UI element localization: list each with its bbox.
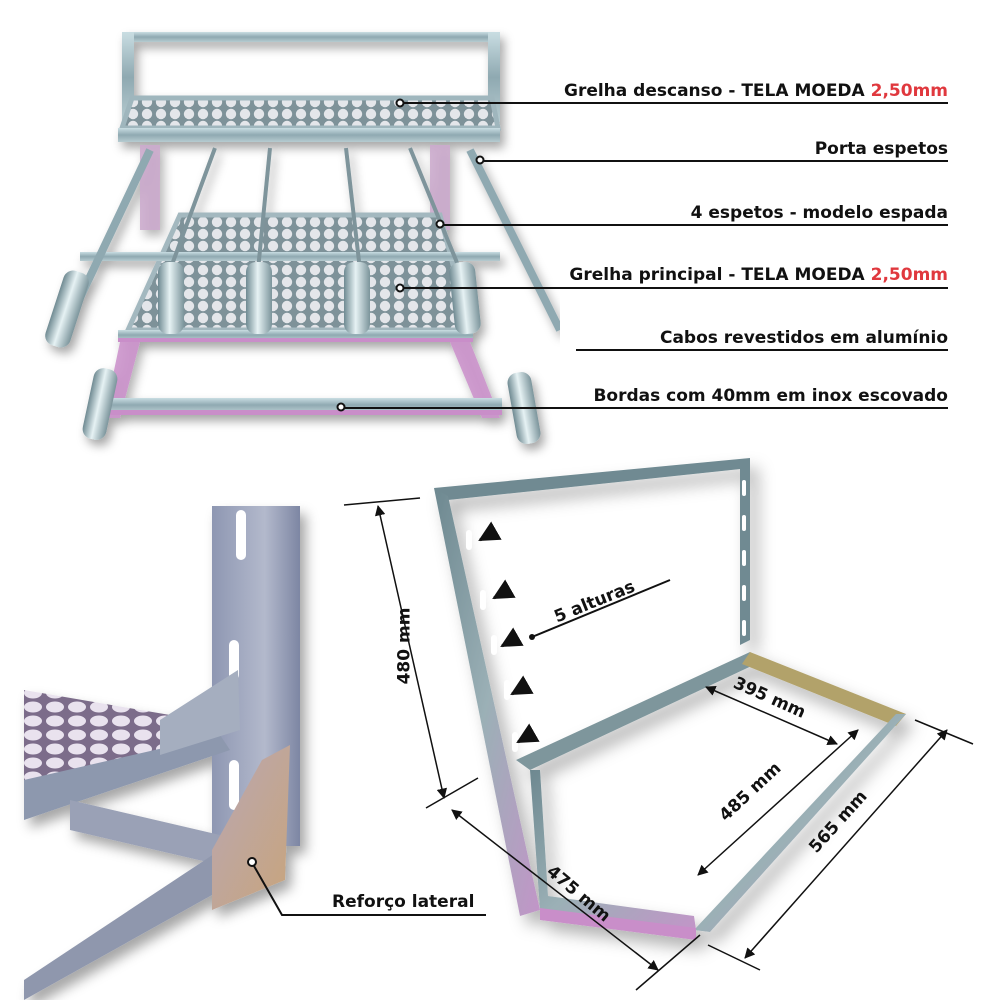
leader-line-cabos xyxy=(576,349,948,351)
callout-bordas: Bordas com 40mm em inox escovado xyxy=(593,386,948,406)
thickness-highlight: 2,50mm xyxy=(870,265,948,285)
leader-line-grelha-descanso xyxy=(404,102,948,104)
dimension-height-480: 480 mm xyxy=(394,607,415,685)
leader-line-espetos xyxy=(444,224,948,226)
side-reinforcement-detail xyxy=(0,490,500,1000)
reinforcement-drawing xyxy=(24,506,486,1000)
callout-reforco-lateral: Reforço lateral xyxy=(332,892,475,912)
callout-porta-espetos: Porta espetos xyxy=(814,139,948,159)
callout-grelha-principal: Grelha principal - TELA MOEDA 2,50mm xyxy=(569,265,948,285)
leader-line-grelha-principal xyxy=(404,287,948,289)
callout-espetos: 4 espetos - modelo espada xyxy=(690,203,948,223)
thickness-highlight: 2,50mm xyxy=(870,81,948,101)
grill-rack-drawing xyxy=(45,32,560,444)
leader-line-bordas xyxy=(345,407,948,409)
leader-line-porta-espetos xyxy=(484,160,948,162)
frame-dimensions-diagram xyxy=(340,440,1000,1000)
callout-grelha-descanso: Grelha descanso - TELA MOEDA 2,50mm xyxy=(563,81,948,101)
grill-rack-illustration xyxy=(0,0,560,460)
skewer-handles xyxy=(45,261,541,444)
callout-cabos: Cabos revestidos em alumínio xyxy=(659,328,948,348)
frame-drawing xyxy=(343,458,974,991)
